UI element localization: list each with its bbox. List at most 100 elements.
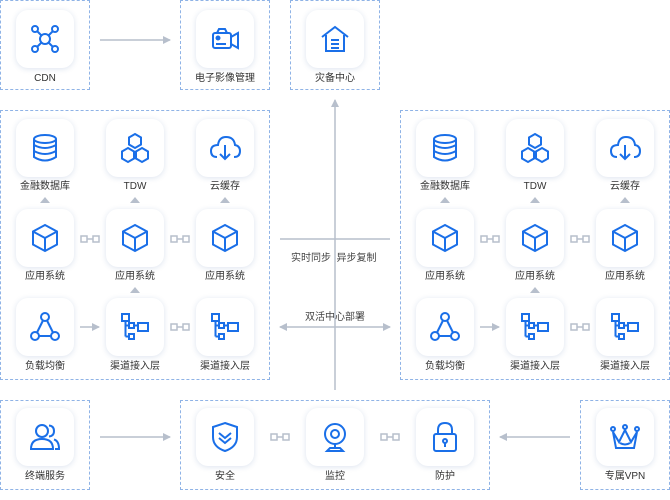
cdn-label: CDN xyxy=(34,73,56,84)
left-tdw-node[interactable] xyxy=(106,119,164,177)
left-db-up-arrow xyxy=(40,197,50,203)
left-cache-node[interactable] xyxy=(196,119,254,177)
backup-box xyxy=(290,0,380,90)
ecm-label: 电子影像管理 xyxy=(195,73,255,84)
link-icon xyxy=(80,235,100,243)
security-node[interactable] xyxy=(196,408,254,466)
cube-icon xyxy=(32,223,58,253)
right-tdw-up-arrow xyxy=(530,197,540,203)
left-ch2-node[interactable] xyxy=(196,298,254,356)
triangle-nodes-icon xyxy=(430,312,460,341)
left-cache-up-arrow xyxy=(220,197,230,203)
cubes-icon xyxy=(121,132,149,164)
monitor-label: 监控 xyxy=(325,471,345,482)
link-icon xyxy=(480,235,500,243)
right-app1-node[interactable] xyxy=(416,209,474,267)
right-tdw-node[interactable] xyxy=(506,119,564,177)
vpn-label: 专属VPN xyxy=(604,471,646,482)
hierarchy-icon xyxy=(211,313,239,340)
active-deployment-label: 双活中心部署 xyxy=(305,312,365,323)
cube-icon xyxy=(432,223,458,253)
cdn-node[interactable] xyxy=(16,10,74,68)
right-app1-label: 应用系统 xyxy=(425,271,465,282)
left-app1-label: 应用系统 xyxy=(25,271,65,282)
left-cache-label: 云缓存 xyxy=(210,181,240,192)
left-tdw-label: TDW xyxy=(123,181,147,192)
left-app2-up-arrow xyxy=(130,287,140,293)
ecm-node[interactable] xyxy=(196,10,254,68)
cube-icon xyxy=(612,223,638,253)
right-app3-node[interactable] xyxy=(596,209,654,267)
left-app3-label: 应用系统 xyxy=(205,271,245,282)
right-ch2-node[interactable] xyxy=(596,298,654,356)
triangle-nodes-icon xyxy=(30,312,60,341)
left-tdw-up-arrow xyxy=(130,197,140,203)
monitor-node[interactable] xyxy=(306,408,364,466)
right-db-up-arrow xyxy=(440,197,450,203)
terminal-label: 终端服务 xyxy=(25,471,65,482)
cube-icon xyxy=(522,223,548,253)
hierarchy-icon xyxy=(521,313,549,340)
right-cache-up-arrow xyxy=(620,197,630,203)
left-db-label: 金融数据库 xyxy=(20,181,70,192)
left-app2-node[interactable] xyxy=(106,209,164,267)
network-nodes-icon xyxy=(31,25,59,53)
shield-icon xyxy=(212,421,238,453)
right-db-node[interactable] xyxy=(416,119,474,177)
terminal-node[interactable] xyxy=(16,408,74,466)
right-app3-label: 应用系统 xyxy=(605,271,645,282)
left-ch1-node[interactable] xyxy=(106,298,164,356)
link-icon xyxy=(570,235,590,243)
users-icon xyxy=(29,424,61,450)
right-app2-node[interactable] xyxy=(506,209,564,267)
protect-label: 防护 xyxy=(435,471,455,482)
link-icon xyxy=(570,323,590,331)
right-cache-label: 云缓存 xyxy=(610,181,640,192)
left-lb-node[interactable] xyxy=(16,298,74,356)
backup-label: 灾备中心 xyxy=(315,73,355,84)
vpn-node[interactable] xyxy=(596,408,654,466)
left-datacenter-box xyxy=(0,110,270,380)
right-app2-up-arrow xyxy=(530,287,540,293)
left-app3-node[interactable] xyxy=(196,209,254,267)
cube-icon xyxy=(122,223,148,253)
left-app1-node[interactable] xyxy=(16,209,74,267)
cubes-icon xyxy=(521,132,549,164)
right-tdw-label: TDW xyxy=(523,181,547,192)
link-icon xyxy=(170,235,190,243)
lock-icon xyxy=(433,421,457,452)
left-ch1-label: 渠道接入层 xyxy=(110,361,160,372)
link-icon xyxy=(270,433,290,441)
right-cache-node[interactable] xyxy=(596,119,654,177)
house-icon xyxy=(321,25,349,52)
cloud-download-icon xyxy=(209,135,242,161)
right-lb-node[interactable] xyxy=(416,298,474,356)
link-icon xyxy=(170,323,190,331)
backup-node[interactable] xyxy=(306,10,364,68)
left-lb-label: 负载均衡 xyxy=(25,361,65,372)
right-lb-label: 负载均衡 xyxy=(425,361,465,372)
crown-icon xyxy=(610,424,640,449)
hierarchy-icon xyxy=(611,313,639,340)
security-label: 安全 xyxy=(215,471,235,482)
camera-icon xyxy=(212,28,239,50)
sync-label: 实时同步 异步复制 xyxy=(291,253,377,264)
left-ch2-label: 渠道接入层 xyxy=(200,361,250,372)
webcam-icon xyxy=(324,423,346,452)
database-icon xyxy=(433,134,457,162)
left-app2-label: 应用系统 xyxy=(115,271,155,282)
cloud-download-icon xyxy=(609,135,642,161)
right-db-label: 金融数据库 xyxy=(420,181,470,192)
right-ch1-node[interactable] xyxy=(506,298,564,356)
security-box xyxy=(180,400,490,490)
right-ch1-label: 渠道接入层 xyxy=(510,361,560,372)
link-icon xyxy=(380,433,400,441)
protect-node[interactable] xyxy=(416,408,474,466)
left-db-node[interactable] xyxy=(16,119,74,177)
database-icon xyxy=(33,134,57,162)
hierarchy-icon xyxy=(121,313,149,340)
ecm-box xyxy=(180,0,270,90)
right-ch2-label: 渠道接入层 xyxy=(600,361,650,372)
cdn-box xyxy=(0,0,90,90)
